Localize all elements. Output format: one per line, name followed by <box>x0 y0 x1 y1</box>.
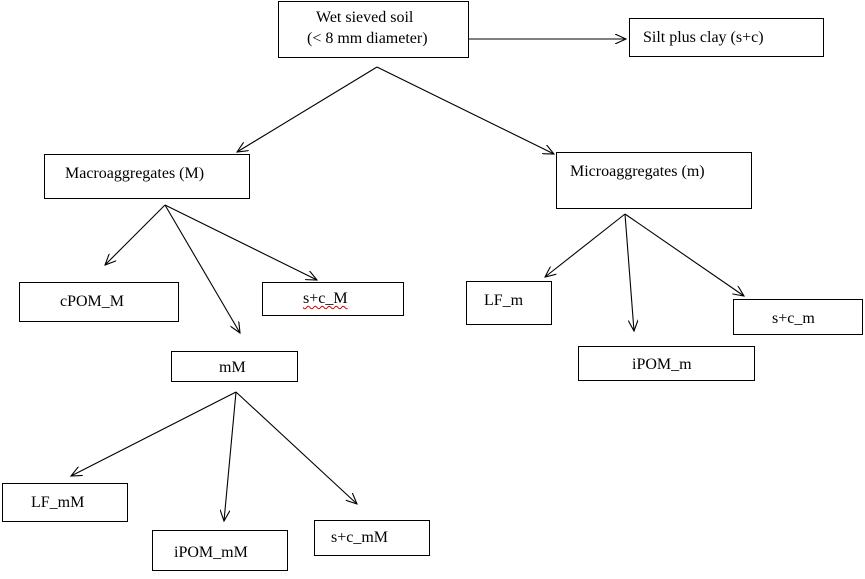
arrow-mM-to-lf-mM <box>71 391 237 476</box>
lf-mM-label: LF_mM <box>31 494 85 511</box>
cpom-M-label: cPOM_M <box>60 293 125 310</box>
ipom-m-box: iPOM_m <box>578 346 755 381</box>
lf-mM-box: LF_mM <box>2 483 128 522</box>
arrow-mM-to-sc-mM <box>235 391 357 504</box>
ipom-mM-box: iPOM_mM <box>152 530 288 571</box>
lf-m-label: LF_m <box>484 292 524 309</box>
sc-M-label: s+c_M <box>303 290 348 307</box>
root-box: Wet sieved soil (< 8 mm diameter) <box>278 1 469 58</box>
cpom-M-box: cPOM_M <box>19 282 179 322</box>
sc-M-box: s+c_M <box>262 282 404 316</box>
arrow-macro-to-mM <box>164 204 240 333</box>
arrow-macro-to-sc-M <box>164 204 317 280</box>
sc-mM-label: s+c_mM <box>331 529 389 546</box>
microaggregates-label: Microaggregates (m) <box>570 163 705 180</box>
mM-label: mM <box>219 359 246 376</box>
lf-m-box: LF_m <box>466 281 552 325</box>
macroaggregates-label: Macroaggregates (M) <box>65 165 205 182</box>
arrow-micro-to-sc-m <box>624 213 744 296</box>
root-label-line2: (< 8 mm diameter) <box>307 30 428 47</box>
arrow-root-to-macroaggregates <box>237 66 378 152</box>
mM-box: mM <box>171 351 298 382</box>
arrow-macro-to-cpom <box>105 204 166 265</box>
sc-mM-box: s+c_mM <box>314 520 430 556</box>
ipom-mM-label: iPOM_mM <box>174 544 248 561</box>
arrow-micro-to-ipom-m <box>624 213 634 331</box>
root-label-line1: Wet sieved soil <box>316 9 414 26</box>
sc-m-box: s+c_m <box>733 299 863 335</box>
arrow-root-to-microaggregates <box>376 66 554 154</box>
macroaggregates-box: Macroaggregates (M) <box>44 154 250 199</box>
silt-clay-box: Silt plus clay (s+c) <box>629 18 824 57</box>
arrow-mM-to-ipom-mM <box>224 391 237 521</box>
silt-clay-label: Silt plus clay (s+c) <box>643 29 764 46</box>
sc-m-label: s+c_m <box>772 310 815 327</box>
arrow-micro-to-lf-m <box>545 213 626 277</box>
ipom-m-label: iPOM_m <box>632 356 692 373</box>
microaggregates-box: Microaggregates (m) <box>556 152 752 209</box>
